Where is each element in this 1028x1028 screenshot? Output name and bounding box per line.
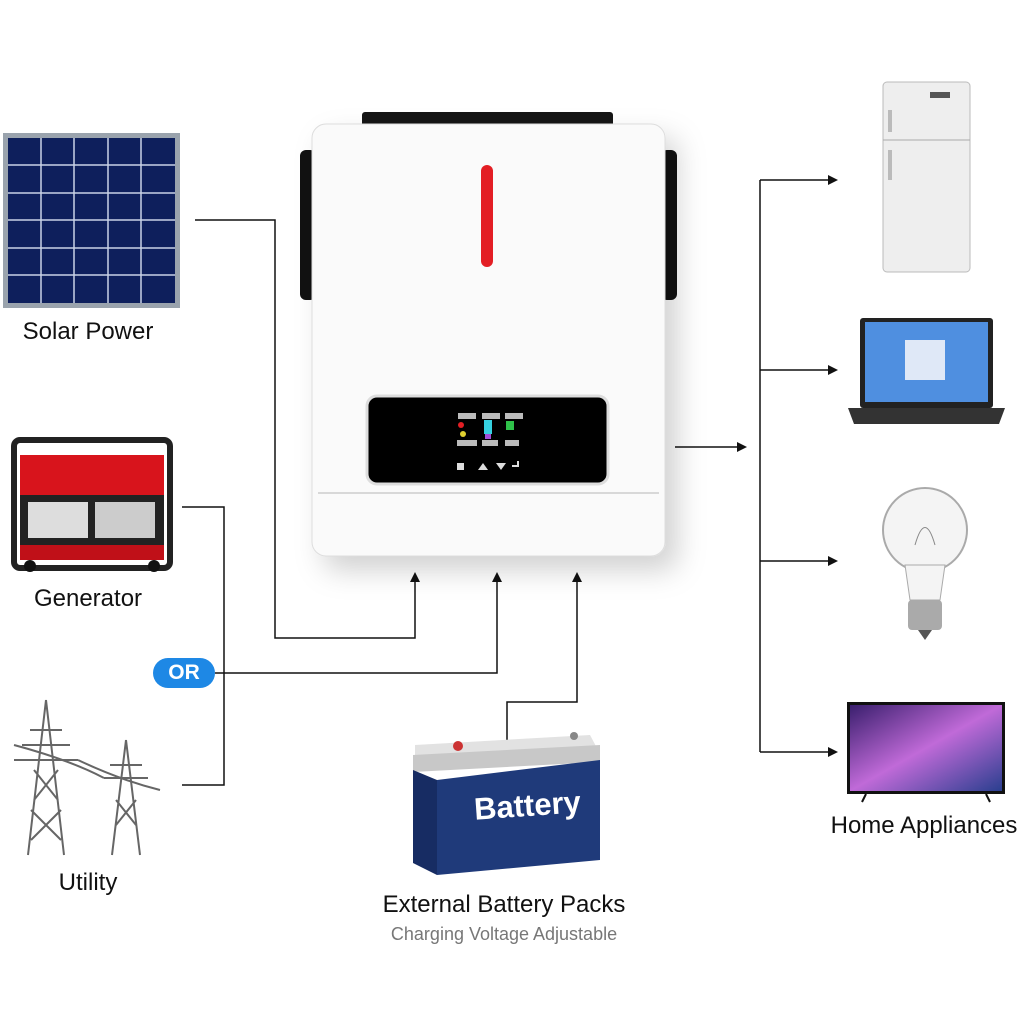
television-icon bbox=[847, 702, 1005, 803]
status-light-bar bbox=[481, 165, 493, 267]
grid-line bbox=[215, 572, 502, 674]
battery-sublabel: Charging Voltage Adjustable bbox=[390, 924, 618, 944]
solar-line bbox=[195, 219, 420, 639]
generator-utility-line bbox=[182, 506, 225, 786]
solar-panel-icon bbox=[3, 133, 180, 308]
battery-case-label: Battery bbox=[472, 784, 582, 827]
lcd-readouts bbox=[457, 413, 523, 446]
utility-tower-icon bbox=[13, 699, 161, 856]
connection-lines bbox=[182, 175, 838, 786]
battery-line bbox=[506, 572, 582, 742]
generator-label: Generator bbox=[33, 585, 143, 612]
generator-icon bbox=[11, 437, 173, 572]
laptop-icon bbox=[848, 318, 1005, 424]
utility-label: Utility bbox=[58, 869, 118, 896]
battery-packs-label: External Battery Packs bbox=[382, 891, 626, 918]
inverter bbox=[300, 112, 677, 557]
light-bulb-icon bbox=[882, 487, 968, 640]
home-appliances-label: Home Appliances bbox=[830, 812, 1018, 839]
solar-power-label: Solar Power bbox=[22, 318, 154, 345]
battery-icon bbox=[413, 732, 600, 875]
refrigerator-icon bbox=[882, 81, 971, 273]
lcd-buttons bbox=[457, 461, 519, 470]
or-badge: OR bbox=[153, 658, 215, 688]
